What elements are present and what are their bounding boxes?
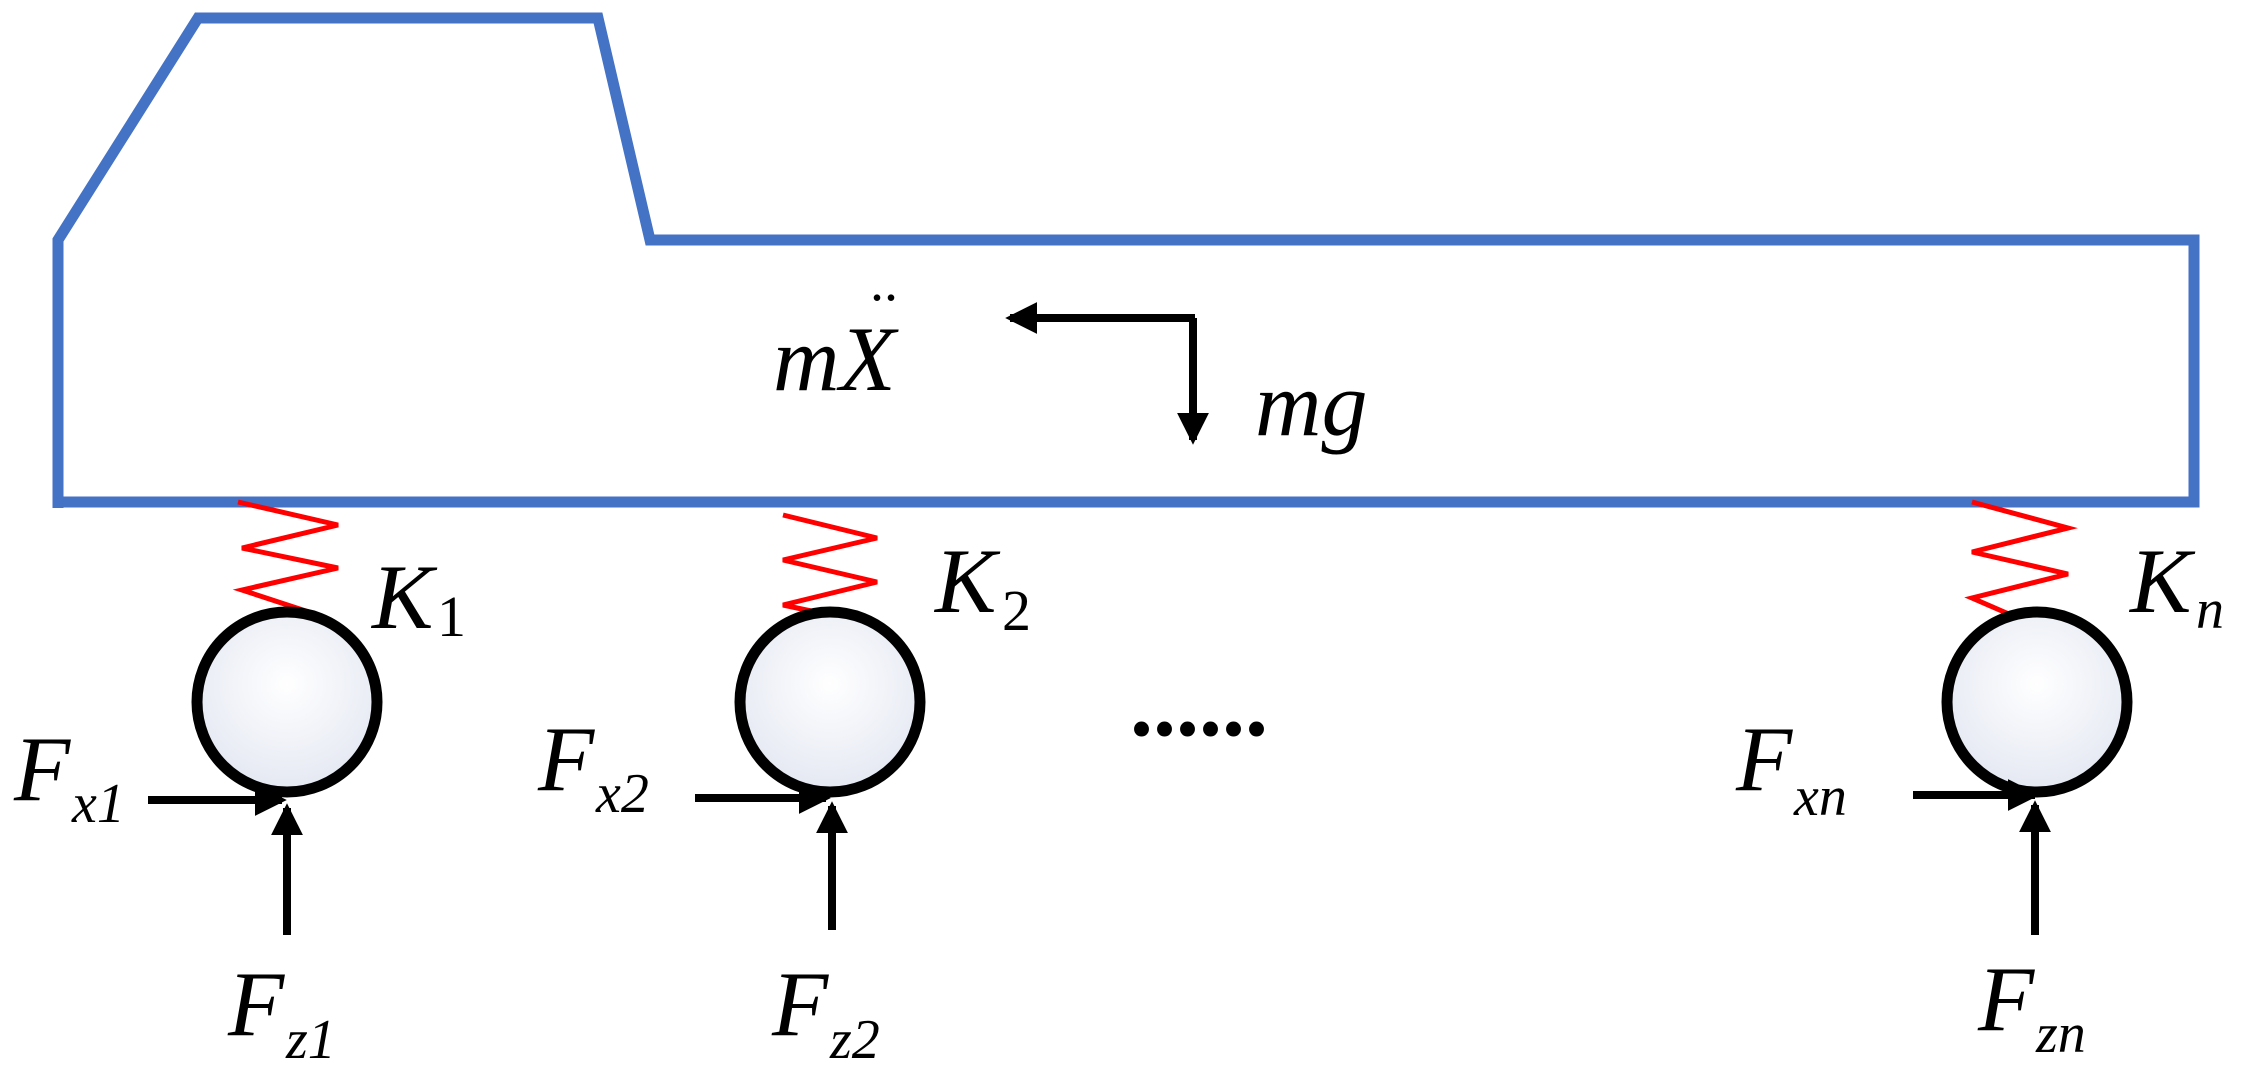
fz1-label: F z1 (227, 953, 336, 1068)
spring-kn-label: K n (2128, 530, 2224, 641)
axle-1: K 1 F x1 F z1 (13, 499, 466, 1068)
fx2-label: F x2 (537, 708, 649, 825)
fxn-label: F xn (1735, 708, 1847, 828)
svg-text:x1: x1 (71, 773, 125, 835)
wheel-1 (191, 606, 383, 798)
svg-text:z2: z2 (829, 1009, 880, 1068)
inertia-force-label: mX .. (773, 251, 899, 410)
svg-text:2: 2 (1002, 578, 1031, 643)
svg-text:F: F (771, 953, 829, 1055)
svg-text:F: F (13, 718, 71, 820)
svg-text:n: n (2196, 579, 2224, 641)
svg-text:K: K (933, 530, 1001, 632)
svg-text:F: F (1735, 708, 1793, 810)
svg-text:zn: zn (2035, 1003, 2086, 1065)
svg-text:F: F (227, 953, 285, 1055)
wheel-2 (734, 606, 926, 798)
spring-k1 (232, 499, 339, 618)
svg-text:x2: x2 (595, 763, 649, 825)
spring-k2 (782, 512, 878, 628)
svg-text:1: 1 (437, 584, 466, 649)
svg-text:F: F (537, 708, 595, 810)
fx1-label: F x1 (13, 718, 125, 835)
svg-text:z1: z1 (285, 1009, 336, 1068)
spring-kn (1964, 499, 2078, 621)
svg-text:F: F (1977, 948, 2035, 1050)
spring-k2-label: K 2 (933, 530, 1031, 643)
fzn-label: F zn (1977, 948, 2086, 1065)
axle-n: K n F xn F zn (1735, 499, 2224, 1065)
spring-k1-label: K 1 (370, 546, 466, 649)
fz2-label: F z2 (771, 953, 880, 1068)
axle-ellipsis: ...... (1130, 653, 1268, 755)
gravity-force-label: mg (1255, 353, 1367, 455)
inertia-dots: .. (870, 251, 898, 313)
inertia-label-text: mX (773, 308, 899, 410)
svg-text:K: K (2128, 530, 2196, 632)
vehicle-body-outline (52, 12, 2200, 508)
svg-text:K: K (370, 546, 438, 648)
svg-text:xn: xn (1793, 766, 1847, 828)
axle-2: K 2 F x2 F z2 (537, 512, 1031, 1068)
wheel-n (1941, 606, 2133, 798)
